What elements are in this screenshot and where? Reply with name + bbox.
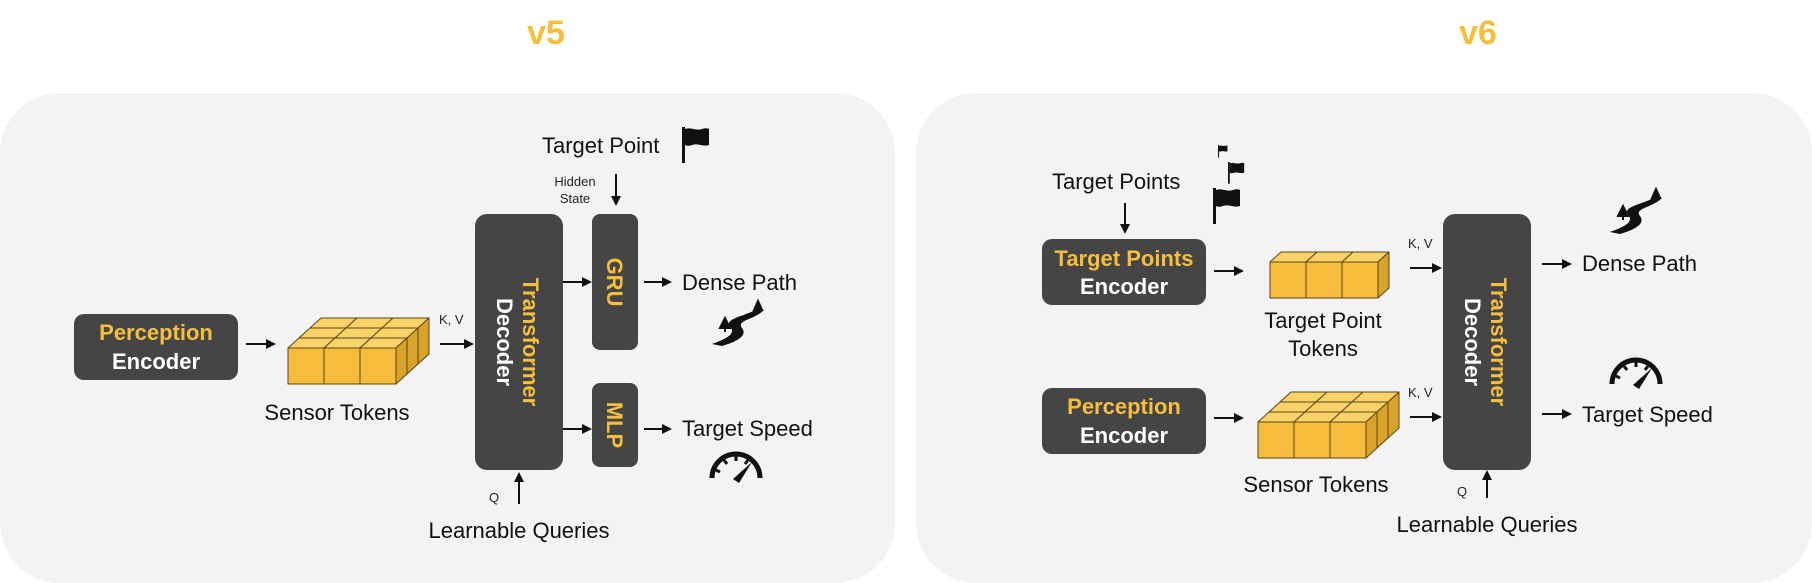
token-cube-front: [1257, 421, 1295, 459]
token-cube-front: [323, 347, 361, 385]
v5-transformer-decoder-box: [475, 214, 563, 470]
v5-transformer-decoder-line2: Decoder: [492, 298, 517, 386]
token-cube-front: [359, 347, 397, 385]
v6-kv-top-label: K, V: [1408, 236, 1433, 251]
v5-kv-label: K, V: [439, 312, 464, 327]
v6-transformer-decoder-line2: Decoder: [1460, 298, 1485, 386]
v6-sensor-tokens-cubes: [1257, 391, 1400, 459]
v6-dense-path-label: Dense Path: [1582, 251, 1697, 276]
v6-target-points-label: Target Points: [1052, 169, 1180, 194]
v6-q-label: Q: [1457, 484, 1467, 499]
v6-sensor-tokens-label: Sensor Tokens: [1243, 472, 1388, 497]
token-cube-front: [1269, 261, 1307, 299]
v5-gru-box: [592, 214, 638, 350]
token-cube-front: [1341, 261, 1379, 299]
v6-learnable-queries-label: Learnable Queries: [1396, 512, 1577, 537]
v6-target-point-tokens-line2: Tokens: [1288, 336, 1358, 361]
v6-target-points-encoder-box: [1042, 239, 1206, 305]
v6-perception-encoder-line1: Perception: [1067, 394, 1181, 419]
v5-panel: v5 Perception Encoder Sensor Tokens K, V…: [0, 14, 895, 583]
v5-mlp-box: [592, 383, 638, 467]
v6-panel: v6 Target Points Target Points Encoder T…: [916, 14, 1812, 583]
v6-background: [916, 93, 1812, 583]
v6-title: v6: [1459, 14, 1497, 52]
v6-target-points-encoder-line2: Encoder: [1080, 274, 1168, 299]
v5-transformer-decoder-line1: Transformer: [518, 278, 543, 407]
v6-transformer-decoder-box: [1443, 214, 1531, 470]
v6-perception-encoder-line2: Encoder: [1080, 423, 1168, 448]
v5-background: [0, 93, 895, 583]
token-cube-front: [1293, 421, 1331, 459]
v5-q-label: Q: [489, 490, 499, 505]
token-cube-front: [287, 347, 325, 385]
v5-perception-encoder-box: [74, 314, 238, 380]
token-cube-front: [1305, 261, 1343, 299]
v6-target-points-encoder-line1: Target Points: [1055, 246, 1194, 271]
v5-hidden-state-line1: Hidden: [554, 174, 595, 189]
v5-dense-path-label: Dense Path: [682, 270, 797, 295]
v6-kv-bottom-label: K, V: [1408, 385, 1433, 400]
v5-perception-encoder-line1: Perception: [99, 320, 213, 345]
v5-sensor-tokens-label: Sensor Tokens: [264, 400, 409, 425]
v5-hidden-state-line2: State: [560, 191, 590, 206]
v5-learnable-queries-label: Learnable Queries: [428, 518, 609, 543]
v5-perception-encoder-line2: Encoder: [112, 349, 200, 374]
v5-gru-label: GRU: [602, 258, 627, 307]
v5-target-point-label: Target Point: [542, 133, 659, 158]
v5-title: v5: [527, 14, 565, 52]
v5-target-speed-label: Target Speed: [682, 416, 813, 441]
v6-target-speed-label: Target Speed: [1582, 402, 1713, 427]
v6-transformer-decoder-line1: Transformer: [1486, 278, 1511, 407]
v5-mlp-label: MLP: [602, 402, 627, 448]
v6-target-point-tokens-line1: Target Point: [1264, 308, 1381, 333]
v6-perception-encoder-box: [1042, 388, 1206, 454]
v6-target-point-tokens-cubes: [1269, 251, 1390, 299]
token-cube-front: [1329, 421, 1367, 459]
v5-sensor-tokens-cubes: [287, 317, 430, 385]
